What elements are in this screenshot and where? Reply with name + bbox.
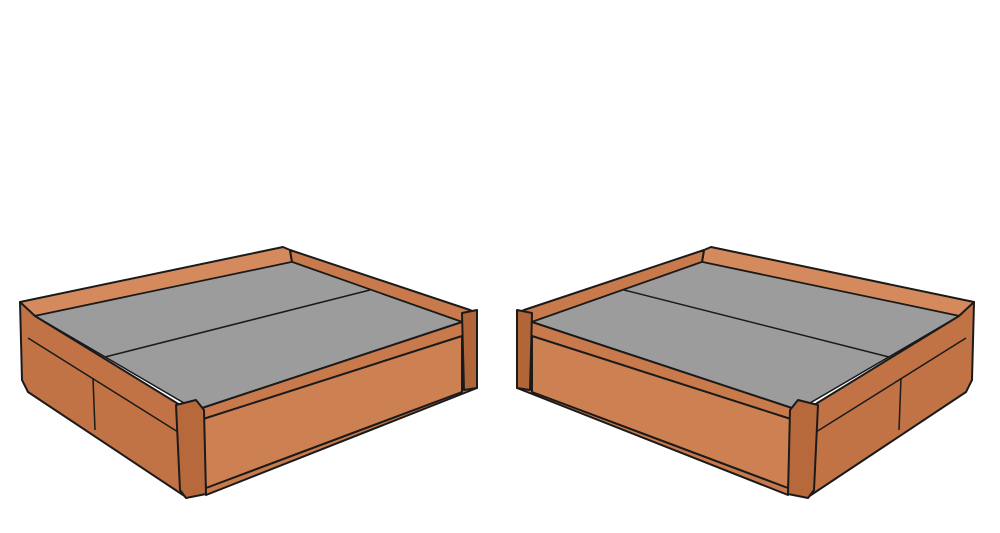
bed-left (19, 246, 478, 499)
bed-right (516, 246, 975, 499)
